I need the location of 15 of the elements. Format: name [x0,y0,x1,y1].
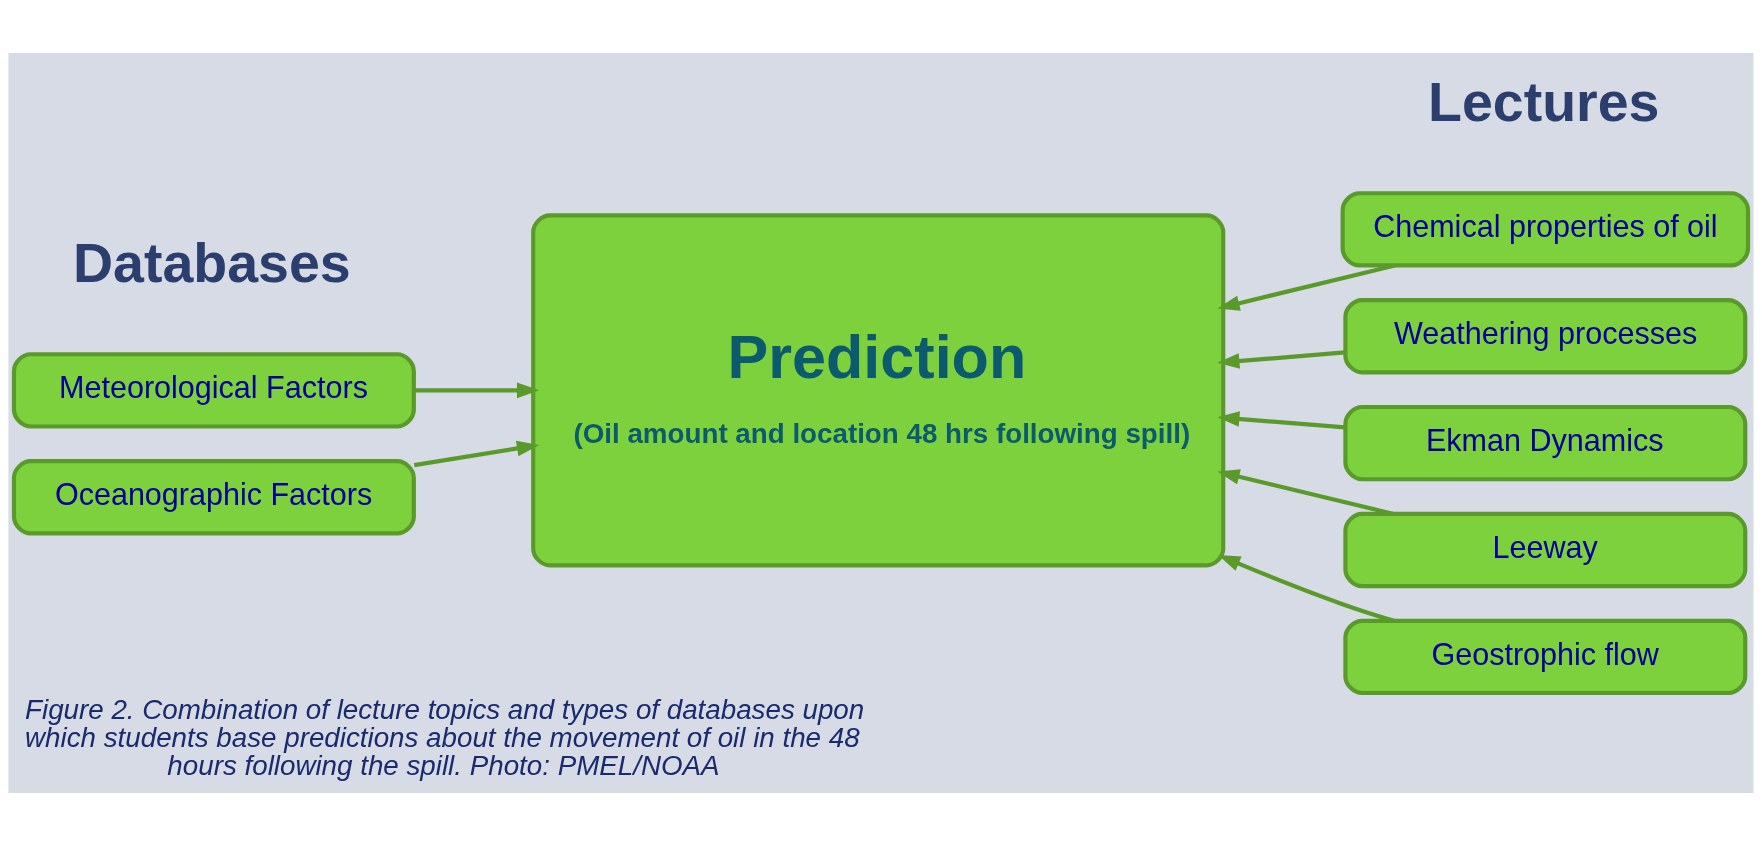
arrow [1217,410,1346,429]
node-box: Meteorological Factors [11,351,416,429]
label: Lectures [1428,70,1660,133]
node-box: Geostrophic flow [1343,618,1748,695]
node-box: Chemical properties of oil [1340,190,1751,267]
arrow [413,440,540,467]
node-box: Weathering processes [1343,297,1748,374]
node-box: Leeway [1343,511,1748,588]
node-box: Ekman Dynamics [1343,404,1748,481]
node-box: Oceanographic Factors [11,458,416,535]
arrow [1217,349,1346,369]
node-box: Prediction (Oil amount and location 48 hrs following spill) [531,212,1226,567]
caption: Figure 2. Combination of lecture topics and types of databases upon which students base predictions about the movement of oil in the 48 hours following the spill. Photo: PMEL/NOAA [25,693,865,781]
arrow [414,382,540,398]
label: Databases [72,231,351,294]
